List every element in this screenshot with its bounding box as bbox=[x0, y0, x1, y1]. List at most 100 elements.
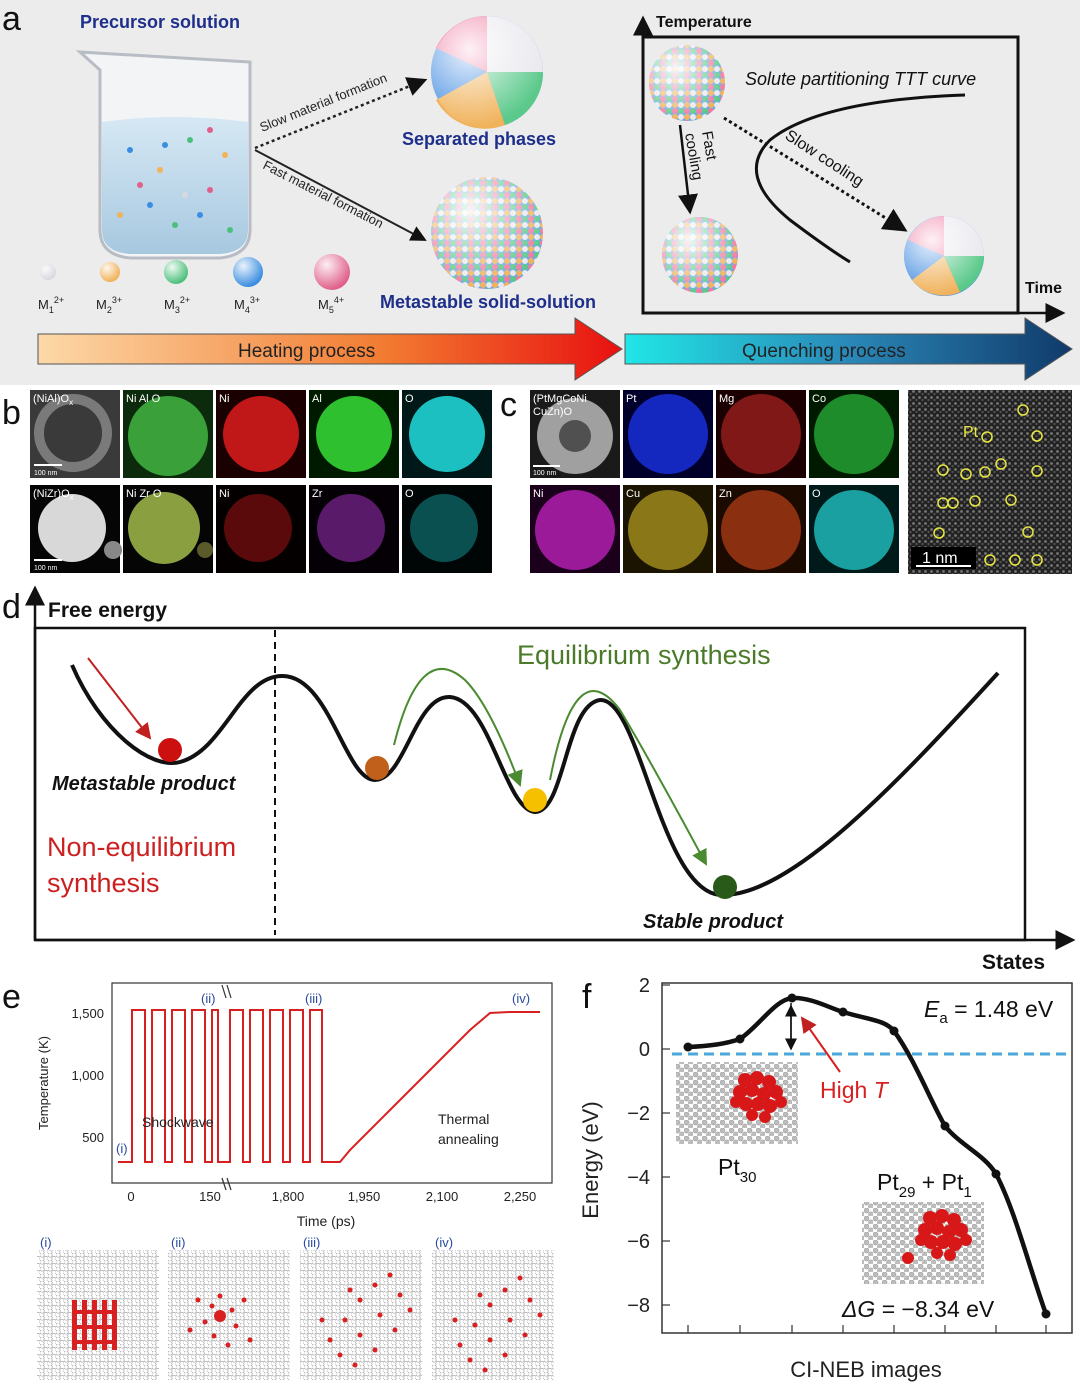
intermediate-ball-1 bbox=[365, 756, 389, 780]
e-ytick-1500: 1,500 bbox=[71, 1006, 104, 1021]
snap-label-iv: (iv) bbox=[435, 1235, 453, 1250]
d-frame bbox=[33, 626, 1027, 942]
d-x-axis-label: States bbox=[982, 951, 1045, 974]
stable-product-label: Stable product bbox=[643, 911, 784, 933]
snap-label-iii: (iii) bbox=[303, 1235, 320, 1250]
metastable-ball bbox=[158, 738, 182, 762]
temperature-trace bbox=[118, 1009, 540, 1163]
metastable-sphere bbox=[431, 177, 543, 289]
f-ytick-m4: −4 bbox=[627, 1167, 650, 1189]
c-label-ptmgconi: (PtMgCoNi bbox=[533, 393, 587, 405]
e-xtick-1950: 1,950 bbox=[348, 1189, 381, 1204]
panel-c-eds-maps bbox=[530, 390, 1072, 574]
c-label-zn: Zn bbox=[719, 488, 732, 500]
f-ticks bbox=[662, 984, 1047, 1333]
b-label-nizro-2: Ni Zr O bbox=[126, 488, 162, 500]
e-x-label: Time (ps) bbox=[297, 1213, 356, 1229]
ion-label-4: M43+ bbox=[234, 295, 260, 315]
equilibrium-synthesis-label: Equilibrium synthesis bbox=[517, 640, 771, 670]
intermediate-ball-2 bbox=[523, 788, 547, 812]
e-axis-break-top-1 bbox=[221, 984, 227, 999]
high-t-label: High T bbox=[820, 1077, 890, 1103]
quenching-process-arrow bbox=[624, 317, 1073, 381]
panel-e-letter: e bbox=[2, 978, 21, 1016]
e-y-label: Temperature (K) bbox=[36, 1036, 51, 1130]
snap-label-ii: (ii) bbox=[171, 1235, 185, 1250]
f-ytick-2: 2 bbox=[639, 975, 650, 997]
shockwave-label: Shockwave bbox=[142, 1114, 214, 1130]
pt29-pt1-cluster-image bbox=[862, 1202, 984, 1284]
e-axis-break-bottom-1 bbox=[221, 1177, 227, 1191]
non-equilibrium-arrow bbox=[87, 657, 152, 740]
f-ytick-m6: −6 bbox=[627, 1231, 650, 1253]
ion-label-3: M32+ bbox=[164, 295, 190, 315]
non-equilibrium-label-2: synthesis bbox=[47, 868, 160, 898]
precursor-title: Precursor solution bbox=[80, 12, 240, 32]
separated-phases-sphere bbox=[431, 15, 543, 129]
f-x-label: CI-NEB images bbox=[790, 1357, 942, 1382]
ea-label: Ea = 1.48 eV bbox=[924, 996, 1054, 1027]
e-ytick-500: 500 bbox=[82, 1130, 104, 1145]
panel-c-letter: c bbox=[500, 386, 517, 424]
metastable-solid-solution-label: Metastable solid-solution bbox=[380, 292, 596, 312]
c-label-cu: Cu bbox=[626, 488, 640, 500]
metastable-product-label: Metastable product bbox=[52, 773, 237, 795]
b-label-o-2: O bbox=[405, 488, 414, 500]
e-xtick-150: 150 bbox=[199, 1189, 221, 1204]
quenching-process-label: Quenching process bbox=[742, 341, 906, 362]
thermal-annealing-label-2: annealing bbox=[438, 1131, 499, 1147]
energy-points bbox=[683, 993, 1051, 1319]
f-plot-frame bbox=[661, 982, 1073, 1334]
ttt-y-axis-label: Temperature bbox=[656, 14, 752, 31]
c-label-o: O bbox=[812, 488, 821, 500]
b-scale-label-1: 100 nm bbox=[34, 470, 58, 477]
b-label-ni-1: Ni bbox=[219, 393, 229, 405]
slow-formation-arrow bbox=[254, 77, 428, 150]
thermal-annealing-label-1: Thermal bbox=[438, 1111, 489, 1127]
f-y-label: Energy (eV) bbox=[578, 1101, 603, 1218]
b-label-al: Al bbox=[312, 393, 322, 405]
equilibrium-arrow-2 bbox=[549, 690, 707, 866]
beaker-icon bbox=[75, 50, 252, 260]
e-plot-frame bbox=[111, 982, 553, 1184]
e-xtick-0: 0 bbox=[127, 1189, 134, 1204]
b-label-nialo: Ni Al O bbox=[126, 393, 161, 405]
pt30-cluster-image bbox=[676, 1062, 798, 1144]
e-marker-i: (i) bbox=[116, 1141, 128, 1156]
c-label-cuzn: CuZn)O bbox=[533, 406, 573, 418]
delta-g-label: ΔG = −8.34 eV bbox=[841, 1296, 995, 1322]
d-y-axis-label: Free energy bbox=[48, 599, 167, 622]
b-label-ni-2: Ni bbox=[219, 488, 229, 500]
e-marker-iv: (iv) bbox=[512, 991, 530, 1006]
high-t-arrow bbox=[800, 1016, 841, 1073]
pt30-label: Pt30 bbox=[718, 1154, 756, 1186]
non-equilibrium-label-1: Non-equilibrium bbox=[47, 832, 236, 862]
f-ytick-0: 0 bbox=[639, 1039, 650, 1061]
ion-label-2: M23+ bbox=[96, 295, 122, 315]
panel-b-letter: b bbox=[2, 394, 21, 432]
heating-process-arrow bbox=[37, 317, 623, 381]
pt-atom-label: Pt bbox=[963, 424, 979, 441]
b-scale-label-2: 100 nm bbox=[34, 565, 58, 572]
panel-b-eds-maps bbox=[30, 390, 492, 573]
solution-particles bbox=[117, 127, 233, 233]
e-xtick-1800: 1,800 bbox=[272, 1189, 305, 1204]
c-hr-scale-label: 1 nm bbox=[922, 550, 958, 567]
c-label-mg: Mg bbox=[719, 393, 734, 405]
fast-cooling-label-1: Fast bbox=[698, 130, 720, 163]
f-ytick-m2: −2 bbox=[627, 1103, 650, 1125]
c-label-ni: Ni bbox=[533, 488, 543, 500]
e-marker-ii: (ii) bbox=[201, 991, 215, 1006]
c-label-pt: Pt bbox=[626, 393, 636, 405]
pt-single-atoms bbox=[933, 404, 1043, 566]
c-label-co: Co bbox=[812, 393, 826, 405]
panel-d-letter: d bbox=[2, 588, 21, 626]
ttt-diagram bbox=[633, 15, 1066, 323]
panel-f-letter: f bbox=[582, 978, 592, 1016]
panel-a-letter: a bbox=[2, 0, 21, 38]
ion-label-5: M54+ bbox=[318, 295, 344, 315]
e-marker-iii: (iii) bbox=[305, 991, 322, 1006]
b-label-o-1: O bbox=[405, 393, 414, 405]
e-xtick-2250: 2,250 bbox=[504, 1189, 537, 1204]
